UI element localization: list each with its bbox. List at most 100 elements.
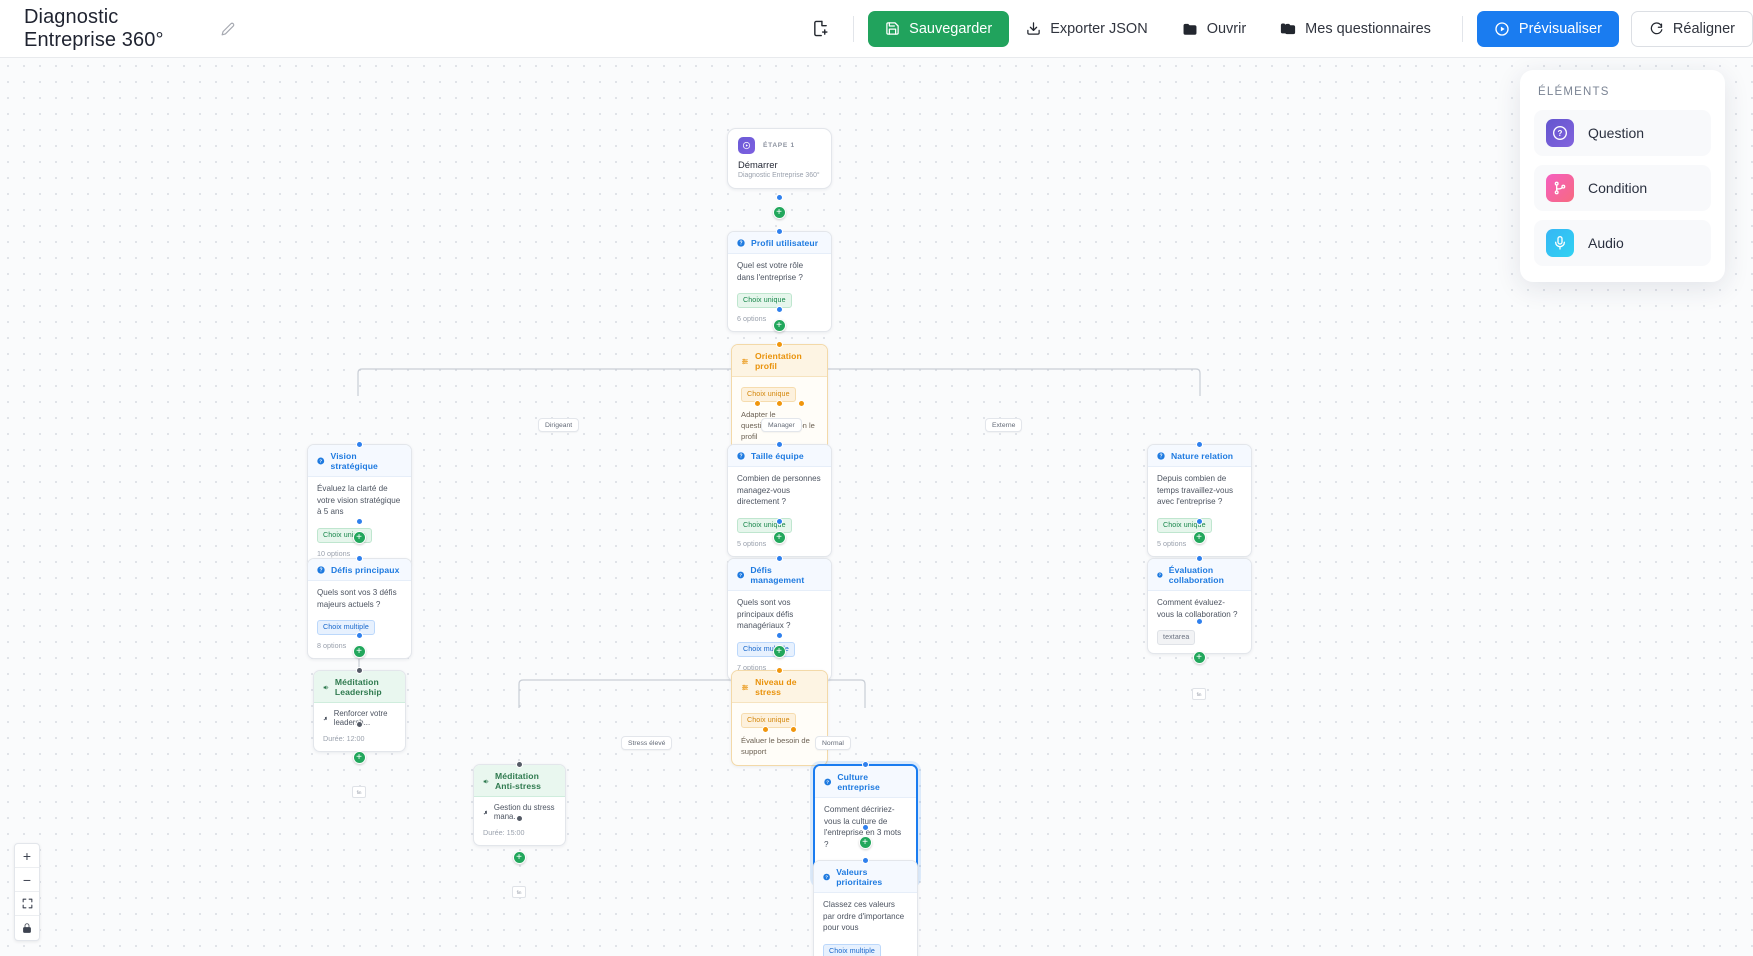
port-meditation-anti-stress-out[interactable] bbox=[515, 815, 523, 822]
port-niveau-stress-in[interactable] bbox=[775, 666, 783, 674]
port-defis-principaux-in[interactable] bbox=[355, 554, 363, 562]
node-orientation-profil[interactable]: Orientation profil Choix unique Adapter … bbox=[731, 344, 828, 451]
port-profil-in[interactable] bbox=[775, 227, 783, 235]
music-note-icon bbox=[323, 716, 327, 720]
node-options-count: 6 options bbox=[737, 313, 767, 323]
add-node-button[interactable]: + bbox=[352, 531, 366, 544]
node-profil-utilisateur[interactable]: ? Profil utilisateur Quel est votre rôle… bbox=[727, 231, 832, 332]
node-options-count: 10 options bbox=[317, 548, 351, 558]
port-meditation-leadership-out[interactable] bbox=[355, 721, 363, 728]
port-taille-out[interactable] bbox=[775, 518, 783, 525]
port-evaluation-out[interactable] bbox=[1195, 618, 1203, 625]
pencil-icon[interactable] bbox=[221, 22, 235, 36]
question-mark-icon: ? bbox=[1157, 452, 1165, 460]
node-header: Méditation Anti-stress bbox=[474, 765, 565, 797]
realign-button[interactable]: Réaligner bbox=[1630, 10, 1753, 47]
node-header: ? Défis principaux bbox=[308, 559, 411, 581]
port-vision-out[interactable] bbox=[355, 518, 363, 525]
edge-label-dirigeant: Dirigeant bbox=[538, 418, 580, 432]
node-defis-management[interactable]: ? Défis management Quels sont vos princi… bbox=[727, 558, 832, 681]
add-node-button[interactable]: + bbox=[1192, 651, 1206, 664]
port-orientation-out-externe[interactable] bbox=[797, 400, 805, 407]
node-question-text: Depuis combien de temps travaillez-vous … bbox=[1157, 474, 1234, 507]
node-type-badge: Choix unique bbox=[741, 713, 796, 728]
port-orientation-out-dirigeant[interactable] bbox=[753, 400, 761, 407]
preview-button-label: Prévisualiser bbox=[1518, 20, 1602, 37]
port-culture-in[interactable] bbox=[861, 760, 869, 768]
node-defis-principaux[interactable]: ? Défis principaux Quels sont vos 3 défi… bbox=[307, 558, 412, 659]
port-nature-in[interactable] bbox=[1195, 440, 1203, 448]
svg-text:?: ? bbox=[826, 780, 829, 785]
port-orientation-out-manager[interactable] bbox=[775, 400, 783, 407]
port-defis-management-in[interactable] bbox=[775, 554, 783, 562]
port-nature-out[interactable] bbox=[1195, 518, 1203, 525]
add-node-button[interactable]: + bbox=[772, 319, 786, 332]
add-node-button[interactable]: + bbox=[772, 645, 786, 658]
branch-icon bbox=[1546, 174, 1574, 202]
port-taille-in[interactable] bbox=[775, 440, 783, 448]
question-mark-icon: ? bbox=[1157, 572, 1163, 578]
port-orientation-in[interactable] bbox=[775, 340, 783, 348]
node-question-text: Quels sont vos 3 défis majeurs actuels ? bbox=[317, 588, 397, 609]
port-niveau-stress-out-normal[interactable] bbox=[789, 726, 797, 733]
port-meditation-leadership-in[interactable] bbox=[355, 666, 363, 674]
node-header: ? Nature relation bbox=[1148, 445, 1251, 467]
element-condition[interactable]: Condition bbox=[1534, 165, 1711, 211]
node-title: Vision stratégique bbox=[330, 451, 378, 471]
node-vision-strategique[interactable]: ? Vision stratégique Évaluez la clarté d… bbox=[307, 444, 412, 567]
add-node-button[interactable]: + bbox=[512, 851, 526, 864]
port-defis-management-out[interactable] bbox=[775, 632, 783, 639]
add-node-button[interactable]: + bbox=[858, 836, 872, 849]
node-valeurs-prioritaires[interactable]: ? Valeurs prioritaires Classez ces valeu… bbox=[813, 860, 918, 956]
node-title: Taille équipe bbox=[751, 451, 804, 461]
port-evaluation-in[interactable] bbox=[1195, 554, 1203, 562]
add-node-button[interactable]: + bbox=[772, 206, 786, 219]
svg-text:?: ? bbox=[1558, 129, 1563, 138]
save-button[interactable]: Sauvegarder bbox=[868, 10, 1010, 47]
zoom-in-button[interactable]: + bbox=[15, 844, 39, 868]
node-start[interactable]: ÉTAPE 1 Démarrer Diagnostic Entreprise 3… bbox=[727, 128, 832, 189]
save-button-label: Sauvegarder bbox=[909, 20, 993, 37]
add-node-button[interactable]: + bbox=[352, 751, 366, 764]
new-document-button[interactable] bbox=[801, 11, 839, 47]
node-meditation-leadership[interactable]: Méditation Leadership Renforcer votre le… bbox=[313, 670, 406, 752]
lock-icon[interactable] bbox=[15, 916, 39, 940]
port-valeurs-in[interactable] bbox=[861, 856, 869, 864]
preview-button[interactable]: Prévisualiser bbox=[1476, 10, 1619, 47]
export-json-button[interactable]: Exporter JSON bbox=[1009, 11, 1165, 47]
my-questionnaires-button[interactable]: Mes questionnaires bbox=[1263, 11, 1448, 47]
add-node-button[interactable]: + bbox=[1192, 531, 1206, 544]
node-niveau-de-stress[interactable]: Niveau de stress Choix unique Évaluer le… bbox=[731, 670, 828, 766]
port-culture-out[interactable] bbox=[861, 824, 869, 831]
download-icon bbox=[1027, 22, 1040, 35]
port-defis-principaux-out[interactable] bbox=[355, 632, 363, 639]
node-evaluation-collaboration[interactable]: ? Évaluation collaboration Comment évalu… bbox=[1147, 558, 1252, 654]
node-title: Nature relation bbox=[1171, 451, 1234, 461]
port-meditation-anti-stress-in[interactable] bbox=[515, 760, 523, 768]
node-options-count: 7 options bbox=[737, 662, 767, 672]
port-start-out[interactable] bbox=[775, 194, 783, 201]
element-question[interactable]: ? Question bbox=[1534, 110, 1711, 156]
node-meditation-anti-stress[interactable]: Méditation Anti-stress Gestion du stress… bbox=[473, 764, 566, 846]
node-nature-relation[interactable]: ? Nature relation Depuis combien de temp… bbox=[1147, 444, 1252, 557]
node-header: ? Culture entreprise bbox=[815, 766, 916, 798]
start-subtitle: Diagnostic Entreprise 360° bbox=[738, 172, 820, 179]
port-niveau-stress-out-eleve[interactable] bbox=[761, 726, 769, 733]
element-audio[interactable]: Audio bbox=[1534, 220, 1711, 266]
port-profil-out[interactable] bbox=[775, 306, 783, 313]
flow-canvas[interactable]: ÉTAPE 1 Démarrer Diagnostic Entreprise 3… bbox=[0, 58, 1753, 956]
zoom-out-button[interactable]: − bbox=[15, 868, 39, 892]
node-description: Évaluer le besoin de support bbox=[741, 735, 810, 756]
fit-screen-icon[interactable] bbox=[15, 892, 39, 916]
node-type-badge: Choix unique bbox=[741, 387, 796, 402]
node-body: Comment évaluez-vous la collaboration ? … bbox=[1148, 591, 1251, 653]
node-question-text: Classez ces valeurs par ordre d'importan… bbox=[823, 900, 905, 933]
add-node-button[interactable]: + bbox=[352, 645, 366, 658]
microphone-icon bbox=[1546, 229, 1574, 257]
open-button[interactable]: Ouvrir bbox=[1165, 11, 1263, 47]
question-mark-icon: ? bbox=[737, 239, 745, 247]
add-node-button[interactable]: + bbox=[772, 531, 786, 544]
speaker-icon bbox=[323, 684, 329, 690]
node-question-text: Évaluez la clarté de votre vision straté… bbox=[317, 484, 401, 517]
port-vision-in[interactable] bbox=[355, 440, 363, 448]
